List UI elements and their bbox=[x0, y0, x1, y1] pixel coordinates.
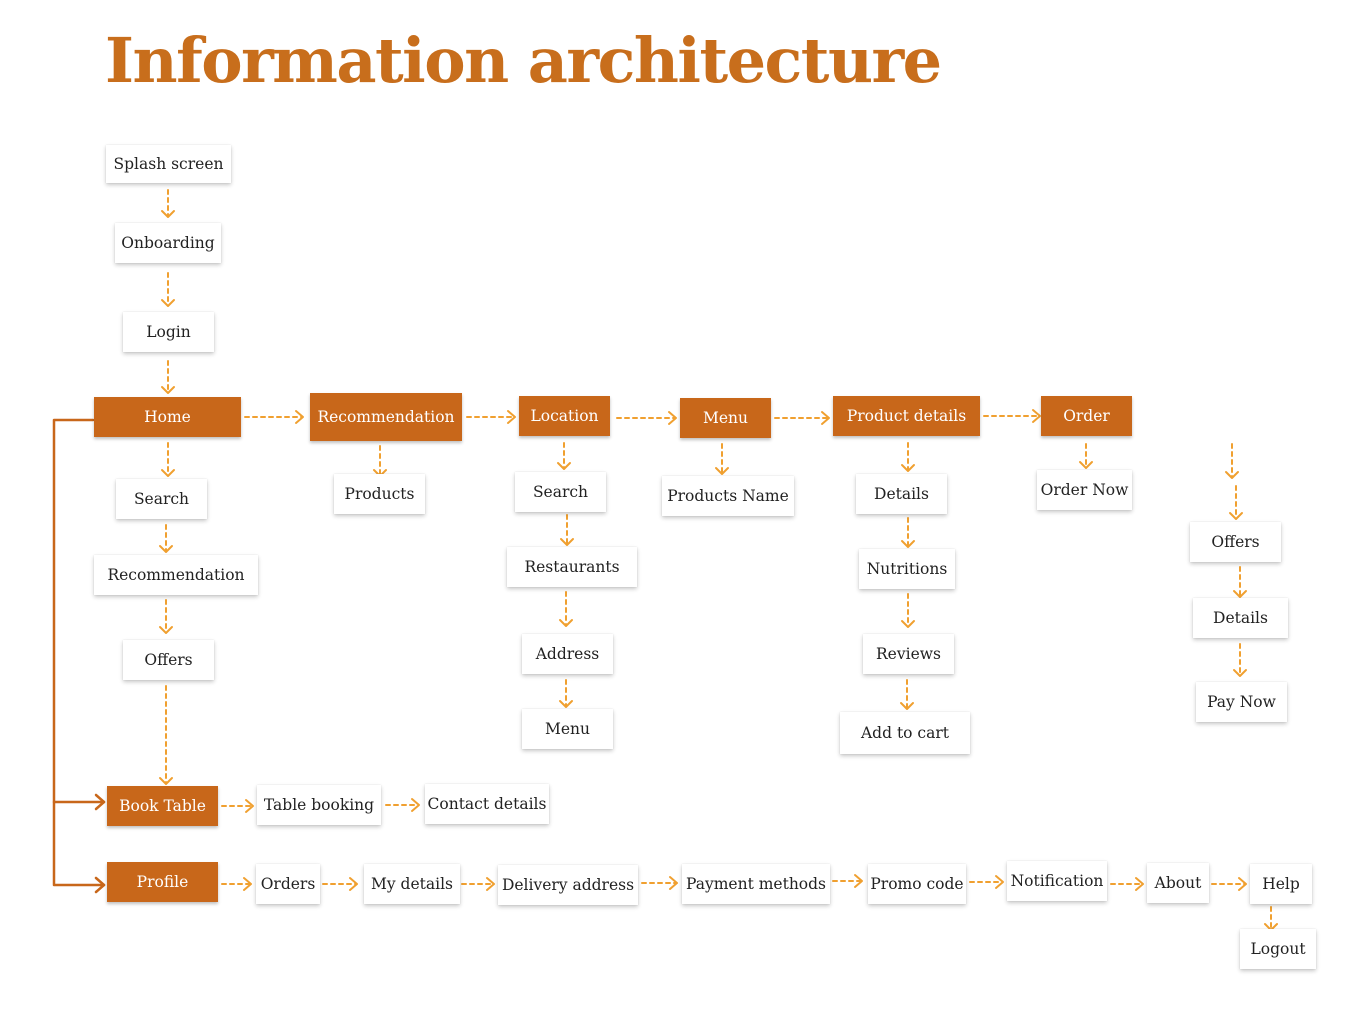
arrow-offers-booktable-arrowhead bbox=[159, 777, 173, 785]
arrow-promo-notification-arrowhead bbox=[995, 875, 1004, 889]
node-side-offers[interactable]: Offers bbox=[1190, 522, 1281, 562]
node-product-details[interactable]: Product details bbox=[833, 396, 980, 436]
arrow-reviews-addtocart-arrowhead bbox=[900, 702, 914, 710]
node-help[interactable]: Help bbox=[1250, 864, 1312, 904]
node-home[interactable]: Home bbox=[94, 397, 241, 437]
node-pd-add-to-cart[interactable]: Add to cart bbox=[840, 712, 970, 754]
arrow-details-nutritions-arrowhead bbox=[901, 540, 915, 548]
node-pd-nutritions[interactable]: Nutritions bbox=[859, 549, 955, 589]
node-delivery-address[interactable]: Delivery address bbox=[498, 865, 638, 905]
arrow-recommendation-location-arrowhead bbox=[507, 410, 516, 424]
node-recommendation[interactable]: Recommendation bbox=[310, 393, 462, 441]
node-loc-restaurants[interactable]: Restaurants bbox=[507, 547, 637, 587]
arrow-nutritions-reviews-arrowhead bbox=[901, 620, 915, 628]
arrow-productdetails-order-arrowhead bbox=[1032, 409, 1041, 423]
node-onboarding[interactable]: Onboarding bbox=[115, 223, 221, 263]
solid-connectors bbox=[52, 418, 106, 894]
home-branch-arrowhead-book bbox=[94, 793, 106, 811]
arrow-side-offers-arrowhead bbox=[1229, 512, 1243, 520]
arrow-mydetails-delivery-arrowhead bbox=[486, 877, 495, 891]
node-order[interactable]: Order bbox=[1041, 396, 1132, 436]
arrow-login-home-arrowhead bbox=[161, 386, 175, 394]
arrow-profile-orders-arrowhead bbox=[243, 877, 252, 891]
node-side-details[interactable]: Details bbox=[1193, 598, 1288, 638]
page-title: Information architecture bbox=[105, 24, 942, 97]
node-home-offers[interactable]: Offers bbox=[123, 640, 214, 680]
node-menu[interactable]: Menu bbox=[680, 398, 771, 438]
node-loc-address[interactable]: Address bbox=[522, 634, 613, 674]
node-book-table[interactable]: Book Table bbox=[107, 786, 218, 826]
arrow-menu-productsname-arrowhead bbox=[715, 467, 729, 475]
node-home-recommendation[interactable]: Recommendation bbox=[94, 555, 258, 595]
node-rec-products[interactable]: Products bbox=[334, 474, 425, 514]
arrow-recommendation-offers-arrowhead bbox=[159, 626, 173, 634]
arrow-restaurants-address-arrowhead bbox=[559, 619, 573, 627]
node-pd-details[interactable]: Details bbox=[856, 474, 947, 514]
node-pd-reviews[interactable]: Reviews bbox=[863, 634, 954, 674]
arrow-search-restaurants-arrowhead bbox=[560, 538, 574, 546]
node-splash-screen[interactable]: Splash screen bbox=[106, 145, 231, 183]
arrow-home-recommendation-arrowhead bbox=[295, 410, 304, 424]
arrow-booktable-tablebooking-arrowhead bbox=[245, 799, 254, 813]
arrow-offers-details-arrowhead bbox=[1233, 590, 1247, 598]
arrow-order-ordernow-arrowhead bbox=[1079, 461, 1093, 469]
arrow-side-top-arrowhead bbox=[1225, 471, 1239, 479]
arrow-onboarding-login-arrowhead bbox=[161, 299, 175, 307]
node-table-booking[interactable]: Table booking bbox=[257, 785, 381, 825]
node-profile[interactable]: Profile bbox=[107, 862, 218, 902]
node-home-search[interactable]: Search bbox=[116, 479, 207, 519]
arrow-orders-mydetails-arrowhead bbox=[349, 877, 358, 891]
node-contact-details[interactable]: Contact details bbox=[425, 784, 549, 824]
node-notification[interactable]: Notification bbox=[1007, 861, 1107, 901]
node-payment-methods[interactable]: Payment methods bbox=[682, 864, 830, 904]
arrow-splash-onboarding-arrowhead bbox=[161, 210, 175, 218]
node-loc-search[interactable]: Search bbox=[515, 472, 606, 512]
home-branch-arrowhead-profile bbox=[94, 876, 106, 894]
node-about[interactable]: About bbox=[1147, 863, 1209, 903]
node-order-now[interactable]: Order Now bbox=[1037, 470, 1132, 510]
arrow-search-recommendation-arrowhead bbox=[159, 545, 173, 553]
node-location[interactable]: Location bbox=[519, 396, 610, 436]
arrow-tablebooking-contact-arrowhead bbox=[411, 798, 420, 812]
arrow-location-menu-arrowhead bbox=[668, 411, 677, 425]
node-side-pay-now[interactable]: Pay Now bbox=[1196, 682, 1287, 722]
arrow-productdetails-details-arrowhead bbox=[901, 464, 915, 472]
node-orders[interactable]: Orders bbox=[256, 864, 320, 904]
node-login[interactable]: Login bbox=[123, 312, 214, 352]
arrow-heads bbox=[159, 210, 1278, 931]
arrow-menu-productdetails-arrowhead bbox=[821, 411, 830, 425]
arrow-delivery-payment-arrowhead bbox=[669, 876, 678, 890]
dashed-arrows bbox=[165, 189, 1272, 930]
home-branch-line bbox=[52, 418, 106, 887]
arrow-notification-about-arrowhead bbox=[1135, 877, 1144, 891]
arrow-address-menu-arrowhead bbox=[559, 700, 573, 708]
node-loc-menu[interactable]: Menu bbox=[522, 709, 613, 749]
arrow-home-search-arrowhead bbox=[161, 469, 175, 477]
node-logout[interactable]: Logout bbox=[1240, 929, 1316, 969]
arrow-location-search-arrowhead bbox=[557, 462, 571, 470]
node-menu-products-name[interactable]: Products Name bbox=[662, 476, 794, 516]
arrow-about-help-arrowhead bbox=[1238, 877, 1247, 891]
node-promo-code[interactable]: Promo code bbox=[868, 864, 966, 904]
arrow-details-paynow-arrowhead bbox=[1233, 669, 1247, 677]
arrow-payment-promo-arrowhead bbox=[854, 874, 863, 888]
node-my-details[interactable]: My details bbox=[364, 864, 460, 904]
